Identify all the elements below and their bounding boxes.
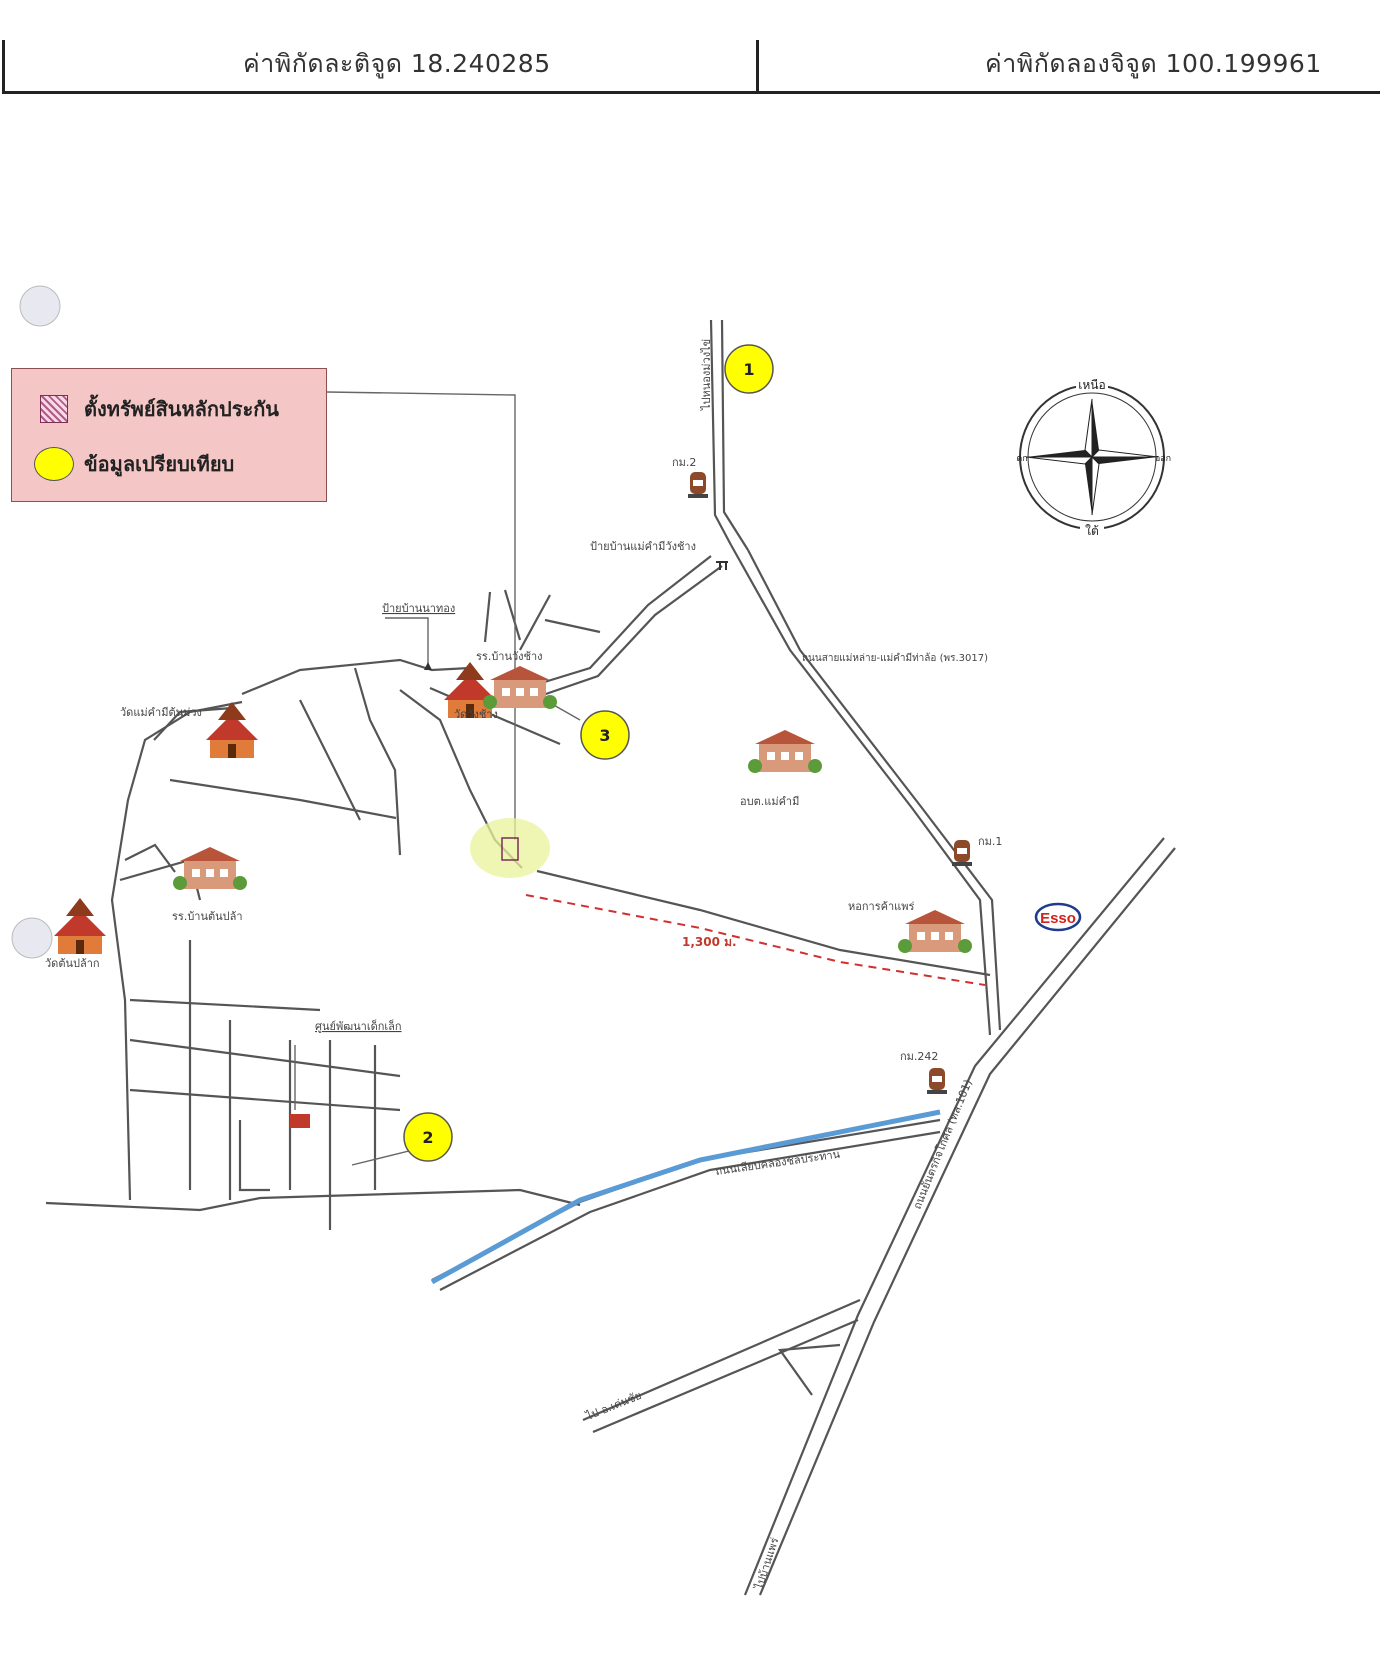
subject-property-area [470,818,550,878]
header-divider [756,40,759,92]
legend-comparison-label: ข้อมูลเปรียบเทียบ [84,452,235,476]
tambon-office-label: อบต.แม่คำมี [740,795,799,808]
longitude-label: ค่าพิกัดลองจิจูด 100.199961 [985,49,1322,78]
road-network [45,319,1176,1596]
legend-row-comparison: ข้อมูลเปรียบเทียบ [34,447,235,481]
school-wang-chang-icon [483,666,557,709]
punch-hole-top [19,285,61,327]
wat-ton-pha-icon [54,898,106,954]
hotel-icon [898,910,972,953]
sign-nathong-label: ป้ายบ้านนาทอง [382,602,455,615]
coordinate-header: ค่าพิกัดละติจูด 18.240285 ค่าพิกัดลองจิจ… [0,0,1380,96]
km242-post-icon [927,1068,947,1094]
road-3017-label: ถนนสายแม่หล่าย-แม่คำมีท่าล้อ (พร.3017) [802,652,988,664]
legend-row-collateral: ตั้งทรัพย์สินหลักประกัน [40,393,279,425]
child-center-label: ศูนย์พัฒนาเด็กเล็ก [315,1019,402,1033]
km2-post-icon [688,472,708,498]
school-wang-chang-label: รร.บ้านวังช้าง [476,650,543,663]
wat-mae-kham-mi-label: วัดแม่คำมีต้นม่วง [120,706,202,719]
tambon-office-icon [748,730,822,773]
km2-label: กม.2 [672,456,696,469]
school-ton-pha-icon [173,847,247,890]
marker-1-label: 1 [743,360,754,379]
km242-label: กม.242 [900,1050,938,1063]
collateral-swatch-icon [40,395,68,423]
compass-west: ตก [1016,454,1027,464]
distance-label: 1,300 ม. [682,935,737,949]
compass-rose: เหนือ ใต้ ตก ออก [1016,377,1171,538]
comparison-marker-1[interactable]: 1 [724,344,774,394]
compass-east: ออก [1155,454,1171,464]
comparison-dot-icon [34,447,74,481]
school-ton-pha-label: รร.บ้านต้นปล้า [172,910,243,923]
child-center-icon [290,1114,310,1128]
esso-icon: Esso [1034,902,1082,932]
marker-3-label: 3 [599,726,610,745]
sign-mae-kham-mi-label: ป้ายบ้านแม่คำมีวังช้าง [590,540,696,553]
compass-north: เหนือ [1078,378,1105,392]
distance-route [525,894,986,986]
to-nong-muang-label: ไปหนองม่วงไข่ [700,339,713,411]
signpost-icon [716,561,728,570]
punch-hole-bottom [11,917,53,959]
subject-property-parcel [501,837,519,861]
esso-label: Esso [1040,910,1076,927]
irrigation-canal [430,1109,941,1285]
latitude-label: ค่าพิกัดละติจูด 18.240285 [243,49,551,78]
highway-101-a [743,837,1165,1596]
signpost-nathong-icon [424,662,432,670]
wat-wang-chang-label: วัดวังช้าง [454,708,498,721]
km1-label: กม.1 [978,835,1002,848]
to-den-chai-label: ไป อ.เด่นชัย [583,1389,643,1423]
hotel-label: หอการค้าแพร่ [848,900,914,913]
comparison-marker-3[interactable]: 3 [580,710,630,760]
highway-101-label: ถนนยันตรกิจโกศล (ทล.101) [910,1077,975,1211]
marker-2-label: 2 [422,1128,433,1147]
map-legend: ตั้งทรัพย์สินหลักประกัน ข้อมูลเปรียบเทีย… [11,368,327,502]
wat-ton-pha-label: วัดต้นปล้าก [45,957,100,970]
compass-south: ใต้ [1085,524,1099,538]
legend-collateral-label: ตั้งทรัพย์สินหลักประกัน [84,397,279,421]
comparison-marker-2[interactable]: 2 [403,1112,453,1162]
road-north-b [720,319,749,551]
road-north-a [709,319,732,546]
header-left-border [2,40,5,92]
header-bottom-border [2,91,1380,94]
km1-post-icon [952,840,972,866]
road-3017-a [730,544,992,1036]
